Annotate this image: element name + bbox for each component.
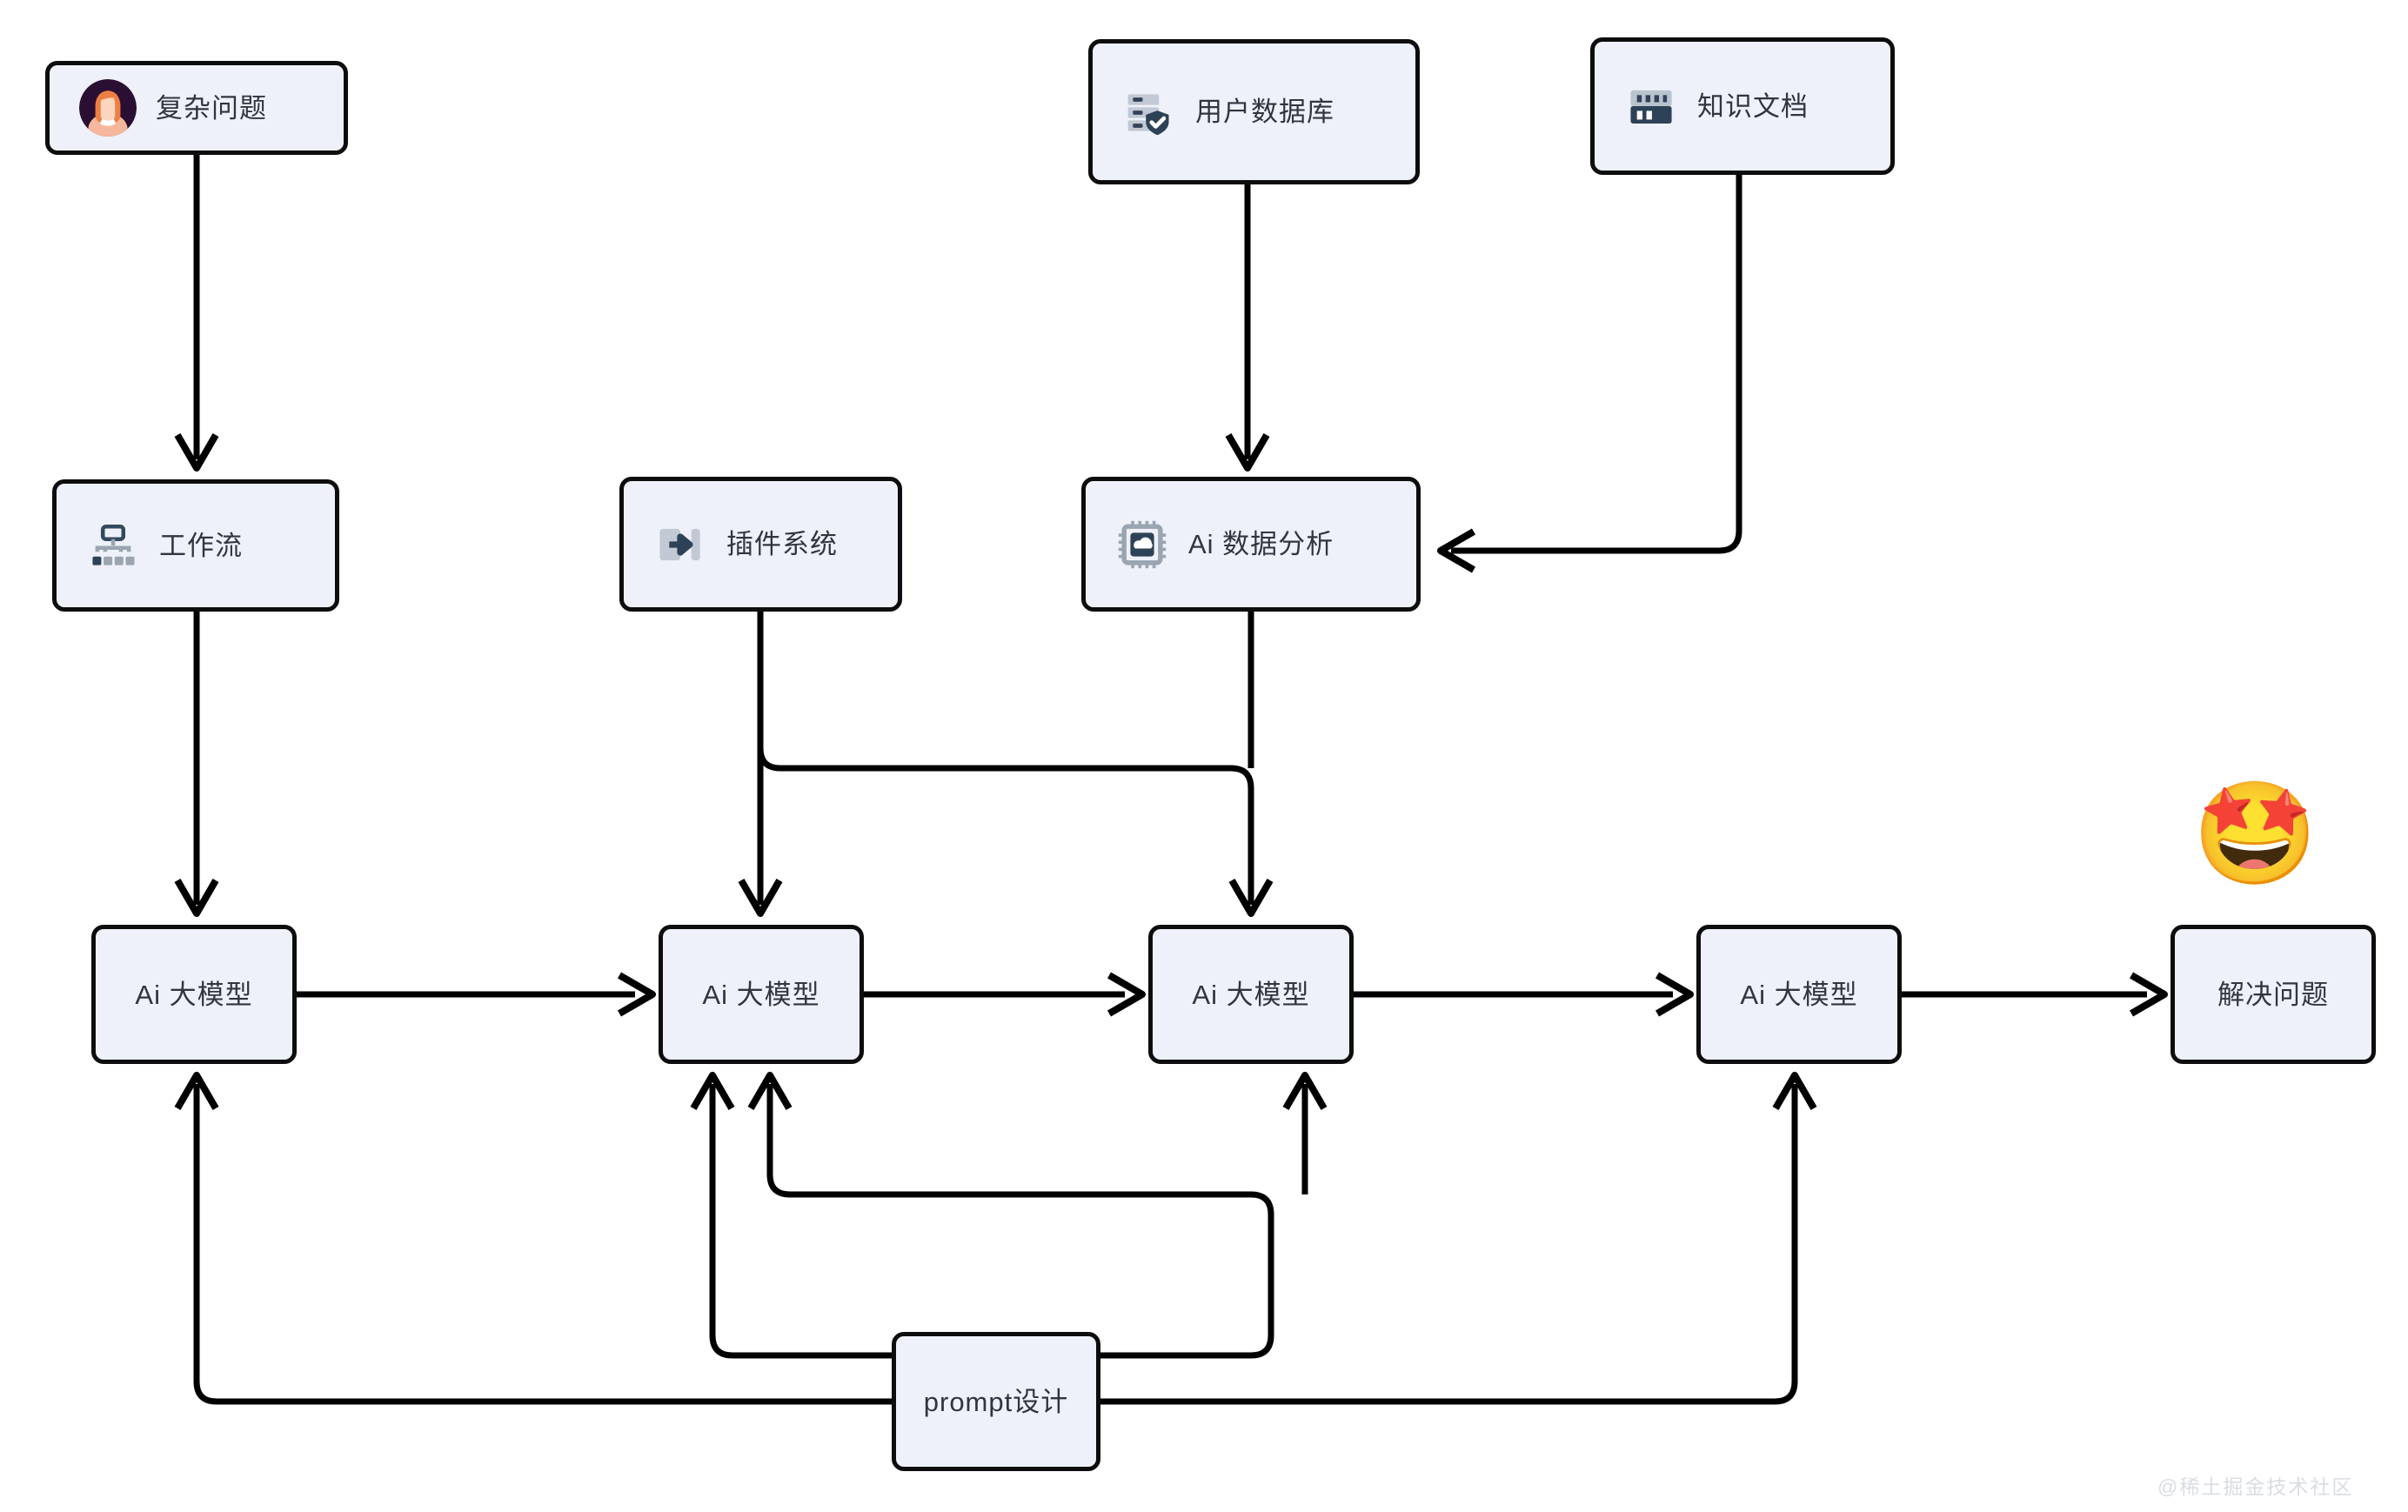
arrowhead-prompt-model1 bbox=[174, 1072, 219, 1111]
edge-prompt-model4 bbox=[1100, 1084, 1798, 1405]
node-label: Ai 数据分析 bbox=[1188, 529, 1334, 559]
node-complex-question[interactable]: 复杂问题 bbox=[45, 61, 348, 155]
node-label: prompt设计 bbox=[923, 1386, 1069, 1417]
node-ai-model-1[interactable]: Ai 大模型 bbox=[91, 925, 297, 1064]
arrowhead-model1-model2 bbox=[617, 972, 656, 1017]
arrowhead-workflow-model1 bbox=[174, 878, 219, 917]
arrowhead-question-workflow bbox=[174, 432, 219, 472]
edge-prompt-model2 bbox=[709, 1084, 892, 1359]
arrowhead-model3-model4 bbox=[1655, 972, 1694, 1017]
node-workflow[interactable]: 工作流 bbox=[52, 479, 339, 612]
star-struck-face-icon: 🤩 bbox=[2192, 777, 2318, 890]
arrowhead-prompt-model4 bbox=[1772, 1072, 1817, 1111]
node-label: 用户数据库 bbox=[1195, 97, 1334, 127]
knowledge-server-icon bbox=[1624, 79, 1678, 133]
node-label: Ai 大模型 bbox=[1192, 979, 1310, 1010]
node-solve-problem[interactable]: 解决问题 bbox=[2171, 925, 2376, 1064]
node-label: Ai 大模型 bbox=[1740, 979, 1858, 1010]
node-label: 工作流 bbox=[159, 530, 243, 561]
arrowhead-prompt-model3 bbox=[747, 1072, 793, 1111]
arrowhead-model4-solve bbox=[2129, 972, 2168, 1017]
node-label: 插件系统 bbox=[726, 529, 838, 559]
node-ai-model-2[interactable]: Ai 大模型 bbox=[659, 925, 864, 1064]
edge-knowledge-analysis bbox=[1451, 175, 1742, 554]
node-label: Ai 大模型 bbox=[135, 979, 253, 1010]
node-label: Ai 大模型 bbox=[702, 979, 820, 1010]
edge-prompt-model1 bbox=[193, 1084, 892, 1405]
node-user-database[interactable]: 用户数据库 bbox=[1088, 39, 1420, 184]
node-label: 知识文档 bbox=[1697, 90, 1809, 122]
arrowhead-knowledge-analysis bbox=[1437, 528, 1476, 573]
arrowhead-plugin-model3 bbox=[1228, 878, 1274, 917]
arrowhead-prompt-model2 bbox=[690, 1072, 735, 1111]
node-prompt-design[interactable]: prompt设计 bbox=[892, 1332, 1100, 1471]
node-plugin-system[interactable]: 插件系统 bbox=[619, 477, 902, 612]
database-shield-icon bbox=[1122, 85, 1176, 139]
edge-plugin-model3 bbox=[757, 747, 1254, 905]
node-ai-model-3[interactable]: Ai 大模型 bbox=[1148, 925, 1354, 1064]
plugin-arrow-icon bbox=[653, 518, 707, 572]
woman-avatar-icon bbox=[79, 79, 137, 137]
node-label: 复杂问题 bbox=[156, 92, 267, 124]
arrowhead-userdb-analysis bbox=[1225, 432, 1270, 472]
arrowhead-model2-model3 bbox=[1107, 972, 1146, 1017]
workflow-tree-icon bbox=[86, 518, 140, 572]
arrowhead-plugin-model2 bbox=[738, 878, 783, 917]
cpu-cloud-icon bbox=[1115, 518, 1169, 572]
node-label: 解决问题 bbox=[2217, 979, 2329, 1010]
edge-prompt-model3 bbox=[766, 1084, 1274, 1359]
node-knowledge-doc[interactable]: 知识文档 bbox=[1590, 37, 1895, 175]
node-ai-model-4[interactable]: Ai 大模型 bbox=[1696, 925, 1902, 1064]
node-ai-data-analysis[interactable]: Ai 数据分析 bbox=[1081, 477, 1421, 612]
arrowhead-loop-model3-riser bbox=[1282, 1072, 1328, 1111]
watermark: @稀土掘金技术社区 bbox=[2157, 1475, 2354, 1498]
